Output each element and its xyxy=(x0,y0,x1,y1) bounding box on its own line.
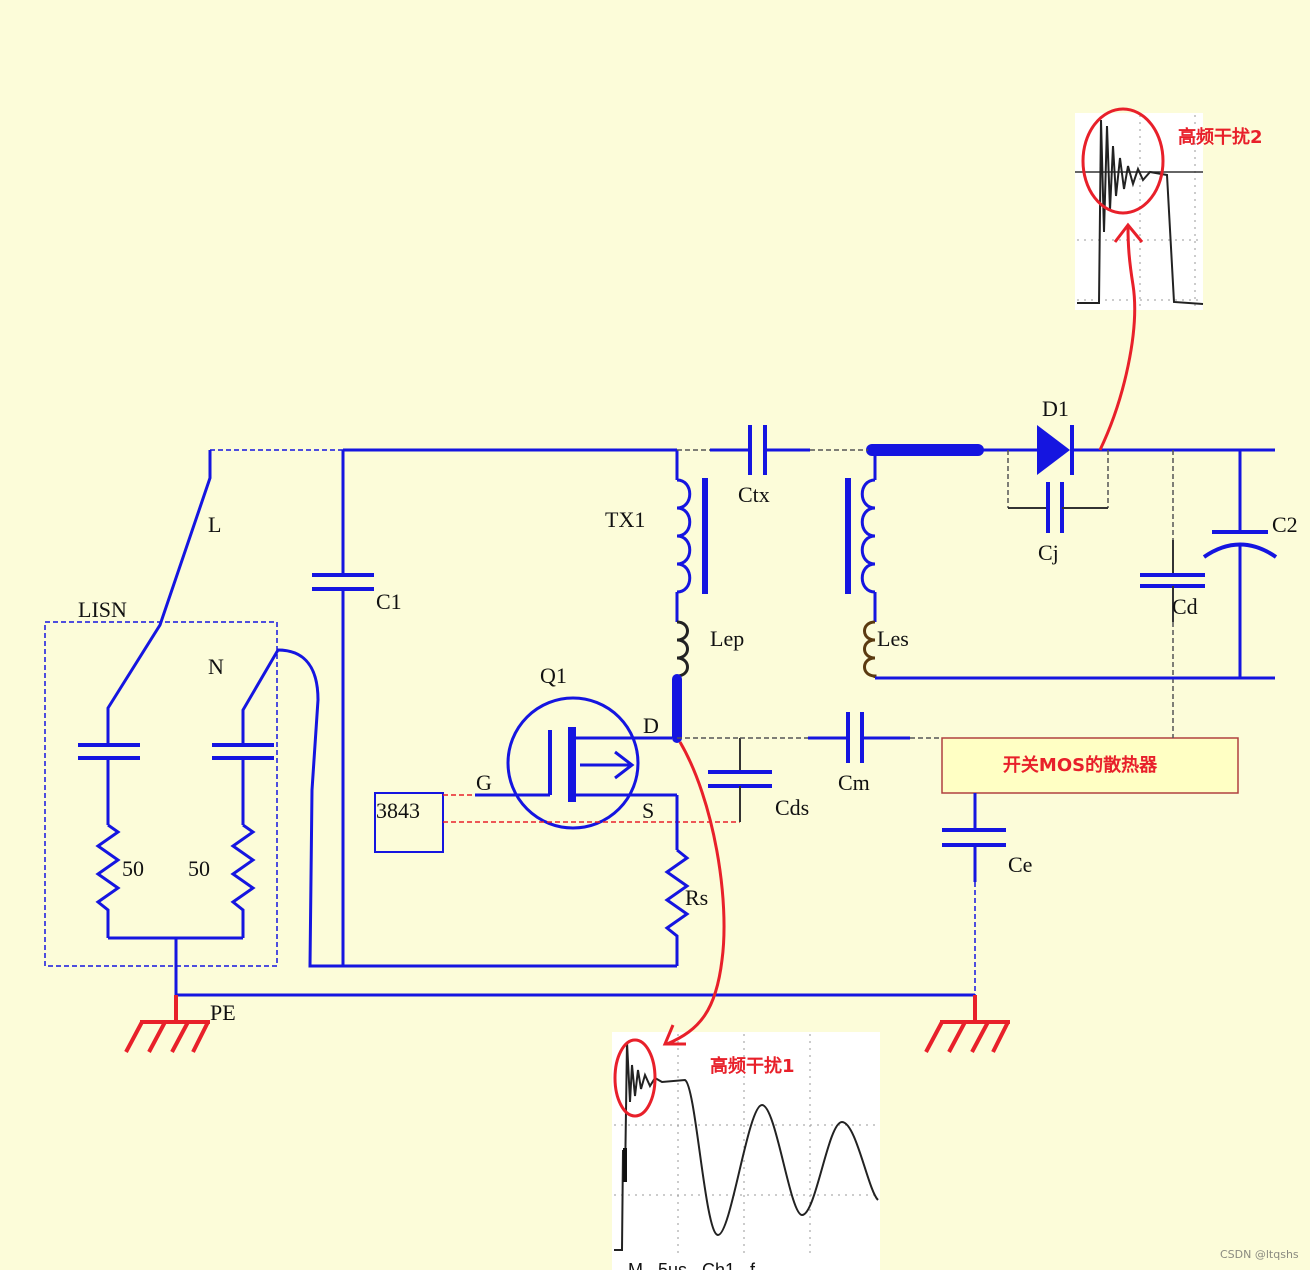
arrow-1-head xyxy=(662,1024,686,1046)
rs-label: Rs xyxy=(685,885,708,910)
pe-label: PE xyxy=(210,1000,236,1025)
scope-1-trace xyxy=(614,1041,879,1251)
scope-1-label: 高频干扰1 xyxy=(710,1055,795,1077)
scope-waveform-2: 高频干扰2 xyxy=(1075,107,1263,310)
annotation-arrow-2 xyxy=(1098,222,1144,451)
q1-source-label: S xyxy=(642,798,654,823)
lep-label: Lep xyxy=(710,626,744,651)
line-n-label: N xyxy=(208,654,224,679)
q1-gate-label: G xyxy=(476,770,492,795)
d1-label: D1 xyxy=(1042,396,1069,421)
c2-label: C2 xyxy=(1272,512,1298,537)
tx1-primary-coil xyxy=(676,478,692,594)
lisn-resistor-right-value: 50 xyxy=(188,856,210,881)
ground-symbol-right xyxy=(924,995,1010,1053)
scope-1-screen xyxy=(612,1032,880,1270)
line-l-label: L xyxy=(208,512,221,537)
c2-plate-curved xyxy=(1202,542,1278,559)
q1-drain-label: D xyxy=(643,713,659,738)
ground-symbol-left xyxy=(124,995,210,1053)
heatsink-box xyxy=(941,737,1239,794)
arrow-1-curve xyxy=(666,741,726,1046)
d1-anode-triangle xyxy=(1037,425,1070,475)
input-capacitor-c1: C1 xyxy=(312,450,402,966)
lisn-title: LISN xyxy=(78,597,127,622)
mounting-capacitor-cm: Cm xyxy=(740,712,942,795)
scope-2-label: 高频干扰2 xyxy=(1178,126,1263,148)
controller-3843: 3843 xyxy=(374,792,740,853)
rs-zigzag xyxy=(664,848,690,966)
lisn-resistor-right xyxy=(230,823,256,938)
heatsink: 开关MOS的散热器 xyxy=(941,737,1239,794)
q1-arrow-head xyxy=(614,750,635,780)
ground-plane: PE xyxy=(124,993,1010,1053)
heatsink-label: 开关MOS的散热器 xyxy=(1003,754,1158,776)
cd-label: Cd xyxy=(1172,594,1198,619)
interwinding-capacitor-ctx: Ctx xyxy=(677,425,868,507)
c1-label: C1 xyxy=(376,589,402,614)
scope-waveform-1: 高频干扰1 M 5us Ch1 f xyxy=(612,1032,880,1270)
ce-label: Ce xyxy=(1008,852,1032,877)
scope-1-footer: M 5us Ch1 f xyxy=(628,1260,756,1270)
cm-label: Cm xyxy=(838,770,870,795)
ground-hatch-left xyxy=(124,1021,210,1053)
watermark: CSDN @ltqshs xyxy=(1220,1248,1299,1261)
cds-label: Cds xyxy=(775,795,809,820)
lisn-network: LISN L N 50 50 xyxy=(44,449,343,995)
transformer-tx1: TX1 Lep Les xyxy=(605,444,984,743)
sense-resistor-rs: Rs xyxy=(664,795,708,966)
scope-2-trace xyxy=(1077,119,1204,305)
leakage-inductor-les xyxy=(863,620,877,678)
line-l-wire xyxy=(106,450,212,745)
lisn-resistor-left xyxy=(95,823,121,938)
scope-2-highlight-circle xyxy=(1081,107,1165,215)
q1-label: Q1 xyxy=(540,663,567,688)
mosfet-q1: Q1 D G S xyxy=(475,663,677,830)
output-rectifier: D1 Cj Cd C2 xyxy=(875,396,1298,738)
controller-label: 3843 xyxy=(376,798,420,823)
tx1-secondary-coil xyxy=(860,478,876,594)
tx1-label: TX1 xyxy=(605,507,645,532)
ground-hatch-right xyxy=(924,1021,1010,1053)
lisn-resistor-left-value: 50 xyxy=(122,856,144,881)
annotation-arrow-1 xyxy=(662,741,726,1046)
leakage-inductor-lep xyxy=(676,620,689,678)
cj-label: Cj xyxy=(1038,540,1059,565)
ctx-label: Ctx xyxy=(738,482,770,507)
drain-source-capacitor-cds: Cds xyxy=(677,737,809,822)
arrow-2-head xyxy=(1113,222,1144,243)
scope-1-highlight-circle xyxy=(613,1038,657,1118)
line-n-wire xyxy=(241,648,343,968)
scope-2-screen xyxy=(1075,113,1203,310)
q1-body xyxy=(506,696,640,830)
heatsink-earth-capacitor-ce: Ce xyxy=(942,793,1032,995)
arrow-2-curve xyxy=(1098,225,1137,451)
les-label: Les xyxy=(877,626,909,651)
